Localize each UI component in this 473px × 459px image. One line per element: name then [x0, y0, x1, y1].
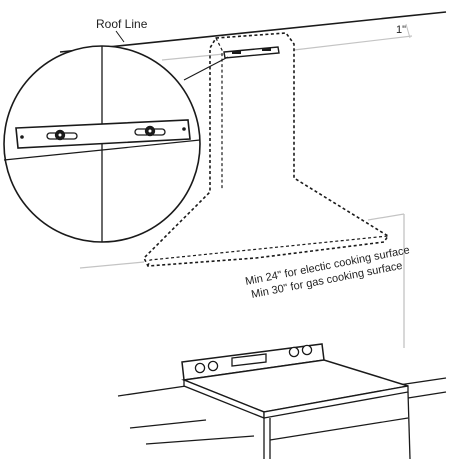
clearance-tick — [405, 23, 411, 39]
clearance-label: 1" — [396, 24, 406, 36]
roof-line — [59, 11, 447, 53]
range-hood-outline — [143, 32, 390, 267]
range-hood-canopy-edge — [147, 235, 389, 267]
bracket-slot-right — [134, 125, 166, 137]
bracket-slot-left — [46, 129, 78, 141]
guide-line-bottom-left — [79, 261, 145, 269]
countertop — [117, 377, 447, 445]
knob-1 — [194, 362, 206, 374]
range-hood-chimney-edge — [215, 37, 223, 190]
control-display — [231, 353, 267, 367]
roof-line-label: Roof Line — [96, 17, 148, 31]
range-cooktop — [181, 343, 411, 459]
guide-line-top-right — [293, 35, 413, 51]
knob-2 — [207, 360, 219, 372]
knob-4 — [301, 344, 313, 356]
roof-line-leader — [115, 30, 125, 43]
bracket-detail-view — [3, 45, 201, 243]
guide-line-bottom-right — [367, 213, 405, 221]
knob-3 — [288, 346, 300, 358]
detail-leader-line — [183, 56, 229, 81]
guide-line-top-left — [161, 53, 225, 61]
mounting-bracket — [223, 46, 280, 59]
